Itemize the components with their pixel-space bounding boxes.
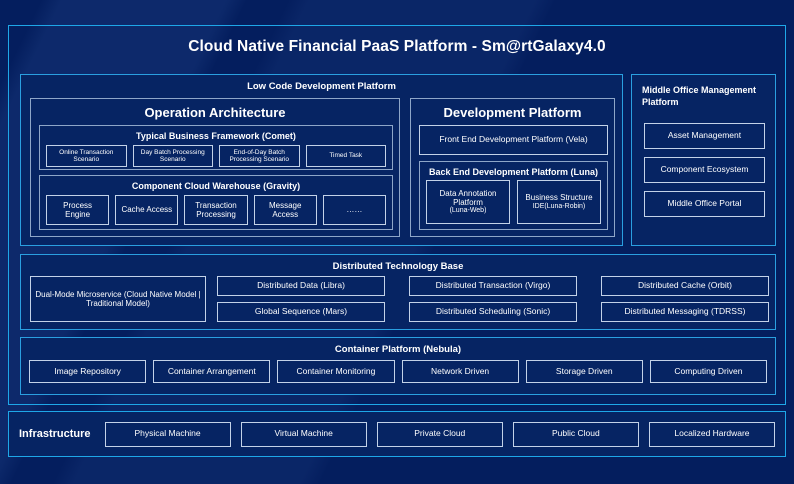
chip-business-structure-ide[interactable]: Business Structure IDE(Luna-Robin)	[517, 180, 601, 224]
chip-distributed-transaction-virgo[interactable]: Distributed Transaction (Virgo)	[409, 276, 577, 296]
chip-network-driven[interactable]: Network Driven	[401, 360, 519, 383]
development-platform-group: Development Platform Front End Developme…	[410, 98, 615, 237]
back-end-development-platform-title: Back End Development Platform (Luna)	[428, 167, 599, 177]
chip-localized-hardware[interactable]: Localized Hardware	[648, 421, 775, 447]
typical-business-framework-group: Typical Business Framework (Comet) Onlin…	[39, 125, 393, 170]
chip-distributed-cache-orbit[interactable]: Distributed Cache (Orbit)	[601, 276, 769, 296]
chip-online-transaction-scenario[interactable]: Online Transaction Scenario	[46, 145, 127, 167]
chip-data-annotation-platform-sub: (Luna-Web)	[449, 207, 487, 215]
low-code-development-platform-panel: Low Code Development Platform Operation …	[20, 74, 623, 246]
chip-global-sequence-mars[interactable]: Global Sequence (Mars)	[217, 302, 385, 322]
back-end-chip-row: Data Annotation Platform (Luna-Web) Busi…	[420, 177, 607, 224]
chip-container-monitoring[interactable]: Container Monitoring	[277, 360, 395, 383]
chip-image-repository[interactable]: Image Repository	[29, 360, 147, 383]
development-platform-title: Development Platform	[443, 105, 582, 120]
chip-virtual-machine[interactable]: Virtual Machine	[240, 421, 367, 447]
page-title: Cloud Native Financial PaaS Platform - S…	[188, 38, 606, 55]
chip-end-of-day-batch-processing-scenario[interactable]: End-of-Day Batch Processing Scenario	[219, 145, 300, 167]
chip-distributed-messaging-tdrss[interactable]: Distributed Messaging (TDRSS)	[601, 302, 769, 322]
chip-data-annotation-platform[interactable]: Data Annotation Platform (Luna-Web)	[426, 180, 510, 224]
distributed-tech-column-3: Distributed Cache (Orbit) Distributed Me…	[601, 276, 769, 322]
chip-cache-access[interactable]: Cache Access	[115, 195, 179, 225]
infrastructure-chip-row: Physical Machine Virtual Machine Private…	[104, 421, 775, 447]
chip-private-cloud[interactable]: Private Cloud	[376, 421, 503, 447]
chip-distributed-data-libra[interactable]: Distributed Data (Libra)	[217, 276, 385, 296]
typical-business-chip-row: Online Transaction Scenario Day Batch Pr…	[40, 141, 392, 167]
typical-business-framework-title: Typical Business Framework (Comet)	[136, 131, 296, 141]
container-platform-chip-row: Image Repository Container Arrangement C…	[21, 355, 775, 383]
container-platform-title: Container Platform (Nebula)	[334, 344, 462, 355]
chip-container-arrangement[interactable]: Container Arrangement	[153, 360, 271, 383]
component-warehouse-chip-row: Process Engine Cache Access Transaction …	[40, 191, 392, 225]
main-platform-frame: Cloud Native Financial PaaS Platform - S…	[8, 25, 786, 405]
component-cloud-warehouse-title: Component Cloud Warehouse (Gravity)	[131, 181, 301, 191]
chip-business-structure-ide-sub: IDE(Luna-Robin)	[532, 202, 586, 210]
chip-transaction-processing[interactable]: Transaction Processing	[184, 195, 248, 225]
distributed-tech-column-1: Distributed Data (Libra) Global Sequence…	[217, 276, 385, 322]
chip-timed-task[interactable]: Timed Task	[305, 145, 386, 167]
chip-middle-office-portal[interactable]: Middle Office Portal	[644, 191, 765, 217]
chip-dual-mode-microservice[interactable]: Dual-Mode Microservice (Cloud Native Mod…	[30, 276, 206, 322]
middle-office-panel-title: Middle Office Management Platform	[642, 85, 757, 108]
chip-data-annotation-platform-main: Data Annotation Platform	[439, 188, 497, 207]
infrastructure-frame: Infrastructure Physical Machine Virtual …	[8, 411, 786, 457]
chip-distributed-scheduling-sonic[interactable]: Distributed Scheduling (Sonic)	[409, 302, 577, 322]
distributed-tech-column-2: Distributed Transaction (Virgo) Distribu…	[409, 276, 577, 322]
chip-storage-driven[interactable]: Storage Driven	[525, 360, 643, 383]
chip-component-ecosystem[interactable]: Component Ecosystem	[644, 157, 765, 183]
low-code-panel-title: Low Code Development Platform	[247, 81, 396, 92]
container-platform-panel: Container Platform (Nebula) Image Reposi…	[20, 337, 776, 395]
chip-physical-machine[interactable]: Physical Machine	[104, 421, 231, 447]
infrastructure-label: Infrastructure	[19, 428, 91, 440]
chip-computing-driven[interactable]: Computing Driven	[649, 360, 768, 383]
chip-business-structure-ide-main: Business Structure	[525, 193, 593, 203]
chip-more-ellipsis[interactable]: ……	[322, 195, 387, 225]
operation-architecture-group: Operation Architecture Typical Business …	[30, 98, 400, 237]
operation-architecture-title: Operation Architecture	[144, 105, 286, 120]
middle-office-management-platform-panel: Middle Office Management Platform Asset …	[631, 74, 776, 246]
chip-front-end-development-platform[interactable]: Front End Development Platform (Vela)	[419, 125, 608, 155]
back-end-development-platform-group: Back End Development Platform (Luna) Dat…	[419, 161, 608, 230]
chip-day-batch-processing-scenario[interactable]: Day Batch Processing Scenario	[132, 145, 213, 167]
chip-public-cloud[interactable]: Public Cloud	[512, 421, 639, 447]
chip-process-engine[interactable]: Process Engine	[46, 195, 110, 225]
distributed-technology-base-panel: Distributed Technology Base Dual-Mode Mi…	[20, 254, 776, 330]
chip-asset-management[interactable]: Asset Management	[644, 123, 765, 149]
component-cloud-warehouse-group: Component Cloud Warehouse (Gravity) Proc…	[39, 175, 393, 230]
distributed-technology-base-title: Distributed Technology Base	[332, 261, 464, 272]
chip-message-access[interactable]: Message Access	[253, 195, 317, 225]
